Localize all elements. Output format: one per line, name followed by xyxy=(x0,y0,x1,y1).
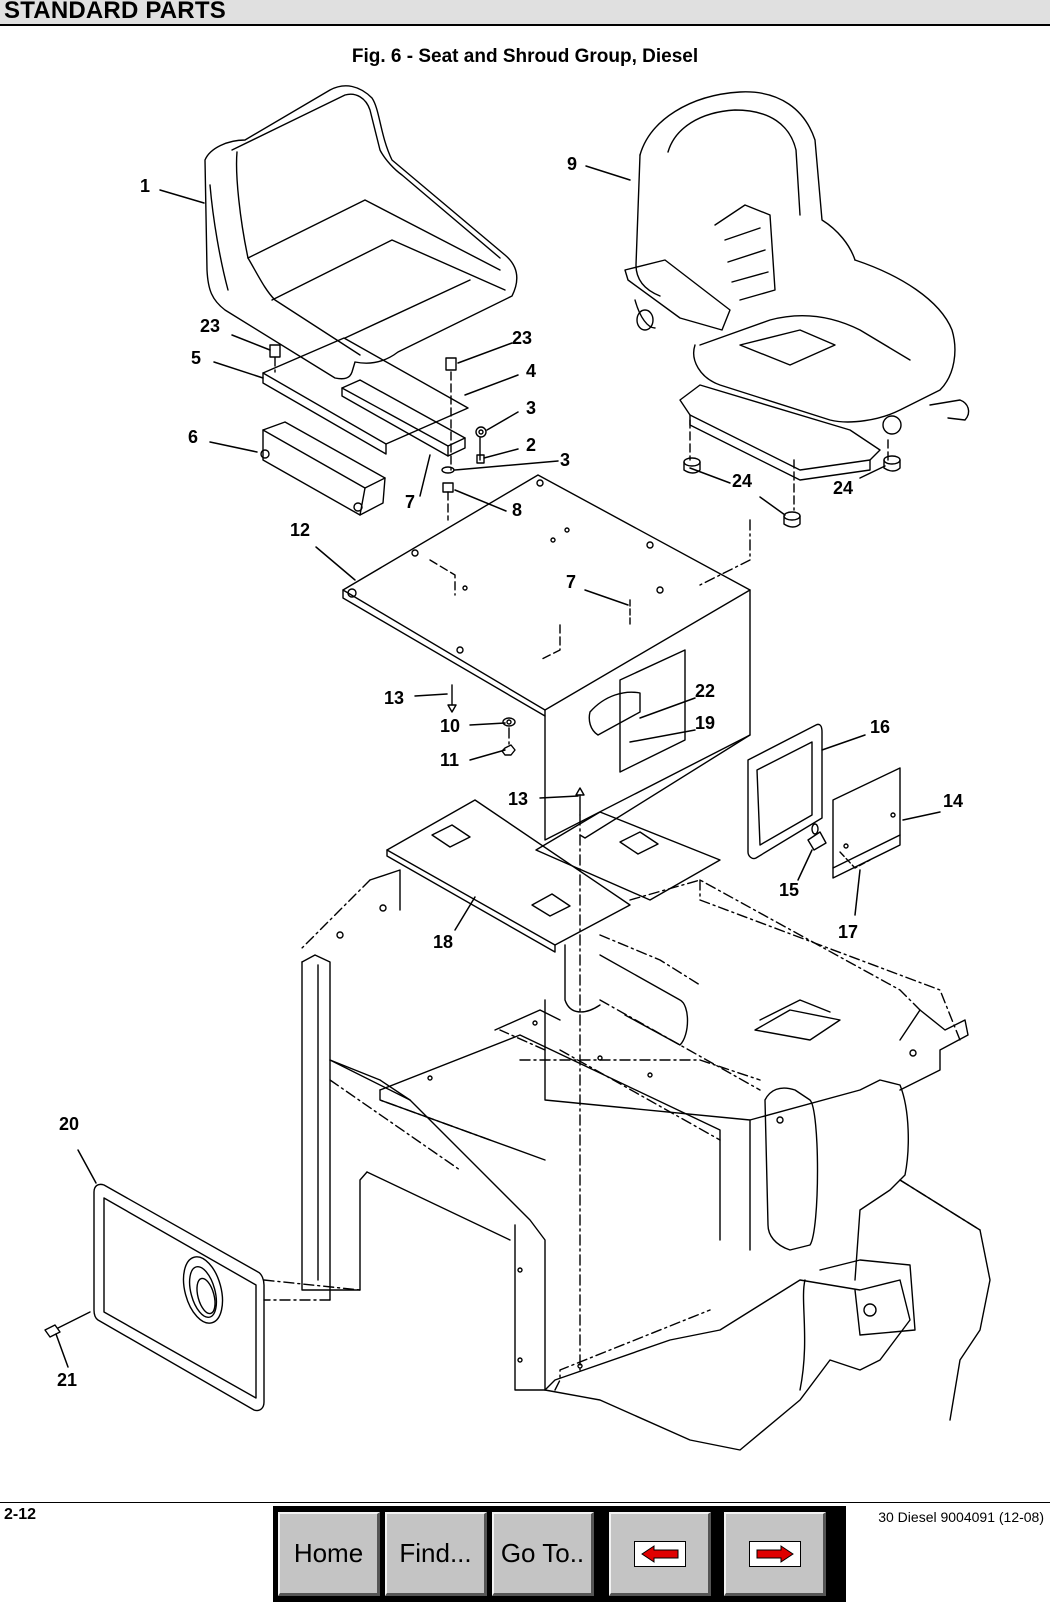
figure-title: Fig. 6 - Seat and Shroud Group, Diesel xyxy=(351,46,699,67)
callout-3-lower: 3 xyxy=(560,450,570,470)
callout-22: 22 xyxy=(695,681,715,701)
left-arrow-icon xyxy=(633,1540,686,1567)
callout-21: 21 xyxy=(57,1370,77,1390)
home-button[interactable]: Home xyxy=(278,1512,380,1596)
page-number: 2-12 xyxy=(4,1506,37,1523)
right-arrow-icon xyxy=(748,1540,801,1567)
seat-brackets xyxy=(260,337,469,516)
side-cover xyxy=(44,1183,361,1412)
callout-15: 15 xyxy=(779,880,799,900)
seat-pan-shroud xyxy=(342,474,751,841)
callout-19: 19 xyxy=(695,713,715,733)
callout-13-lower: 13 xyxy=(508,789,528,809)
callout-24-left: 24 xyxy=(732,471,752,491)
callout-9: 9 xyxy=(567,154,577,174)
callout-12: 12 xyxy=(290,520,310,540)
leader-lines xyxy=(55,165,941,1368)
navigation-bar: Home Find... Go To.. xyxy=(273,1506,846,1602)
callout-17: 17 xyxy=(838,922,858,942)
callout-6: 6 xyxy=(188,427,198,447)
access-panel xyxy=(747,723,901,879)
footer-rule xyxy=(0,1502,1050,1503)
callout-23-right: 23 xyxy=(512,328,532,348)
standard-seat xyxy=(204,85,518,380)
forward-button[interactable] xyxy=(724,1512,826,1596)
section-header: STANDARD PARTS xyxy=(0,0,1050,26)
callout-4: 4 xyxy=(526,361,536,381)
find-button[interactable]: Find... xyxy=(385,1512,487,1596)
fasteners-column xyxy=(274,357,487,521)
callout-8: 8 xyxy=(512,500,522,520)
callout-5: 5 xyxy=(191,348,201,368)
callout-20: 20 xyxy=(59,1114,79,1134)
callout-labels: 1 9 23 23 5 4 3 6 2 3 7 8 24 24 12 7 22 … xyxy=(57,154,963,1390)
callout-23: 23 xyxy=(200,316,220,336)
callout-10: 10 xyxy=(440,716,460,736)
callout-11: 11 xyxy=(440,750,459,770)
callout-13-upper: 13 xyxy=(384,688,404,708)
document-reference: 30 Diesel 9004091 (12-08) xyxy=(878,1509,1044,1525)
frame-chassis xyxy=(299,869,991,1451)
floor-mat xyxy=(386,799,721,953)
callout-7-upper: 7 xyxy=(566,572,576,592)
callout-24-right: 24 xyxy=(833,478,853,498)
suspension-seat xyxy=(624,91,970,528)
callout-1: 1 xyxy=(140,176,150,196)
callout-18: 18 xyxy=(433,932,453,952)
callout-16: 16 xyxy=(870,717,890,737)
back-button[interactable] xyxy=(609,1512,711,1596)
goto-button[interactable]: Go To.. xyxy=(492,1512,594,1596)
section-title: STANDARD PARTS xyxy=(4,0,226,24)
callout-14: 14 xyxy=(943,791,963,811)
shroud-fasteners xyxy=(447,684,585,1371)
callout-7-lower: 7 xyxy=(405,492,415,512)
callout-2: 2 xyxy=(526,435,536,455)
exploded-parts-diagram: 1 9 23 23 5 4 3 6 2 3 7 8 24 24 12 7 22 … xyxy=(44,85,991,1451)
callout-3-upper: 3 xyxy=(526,398,536,418)
